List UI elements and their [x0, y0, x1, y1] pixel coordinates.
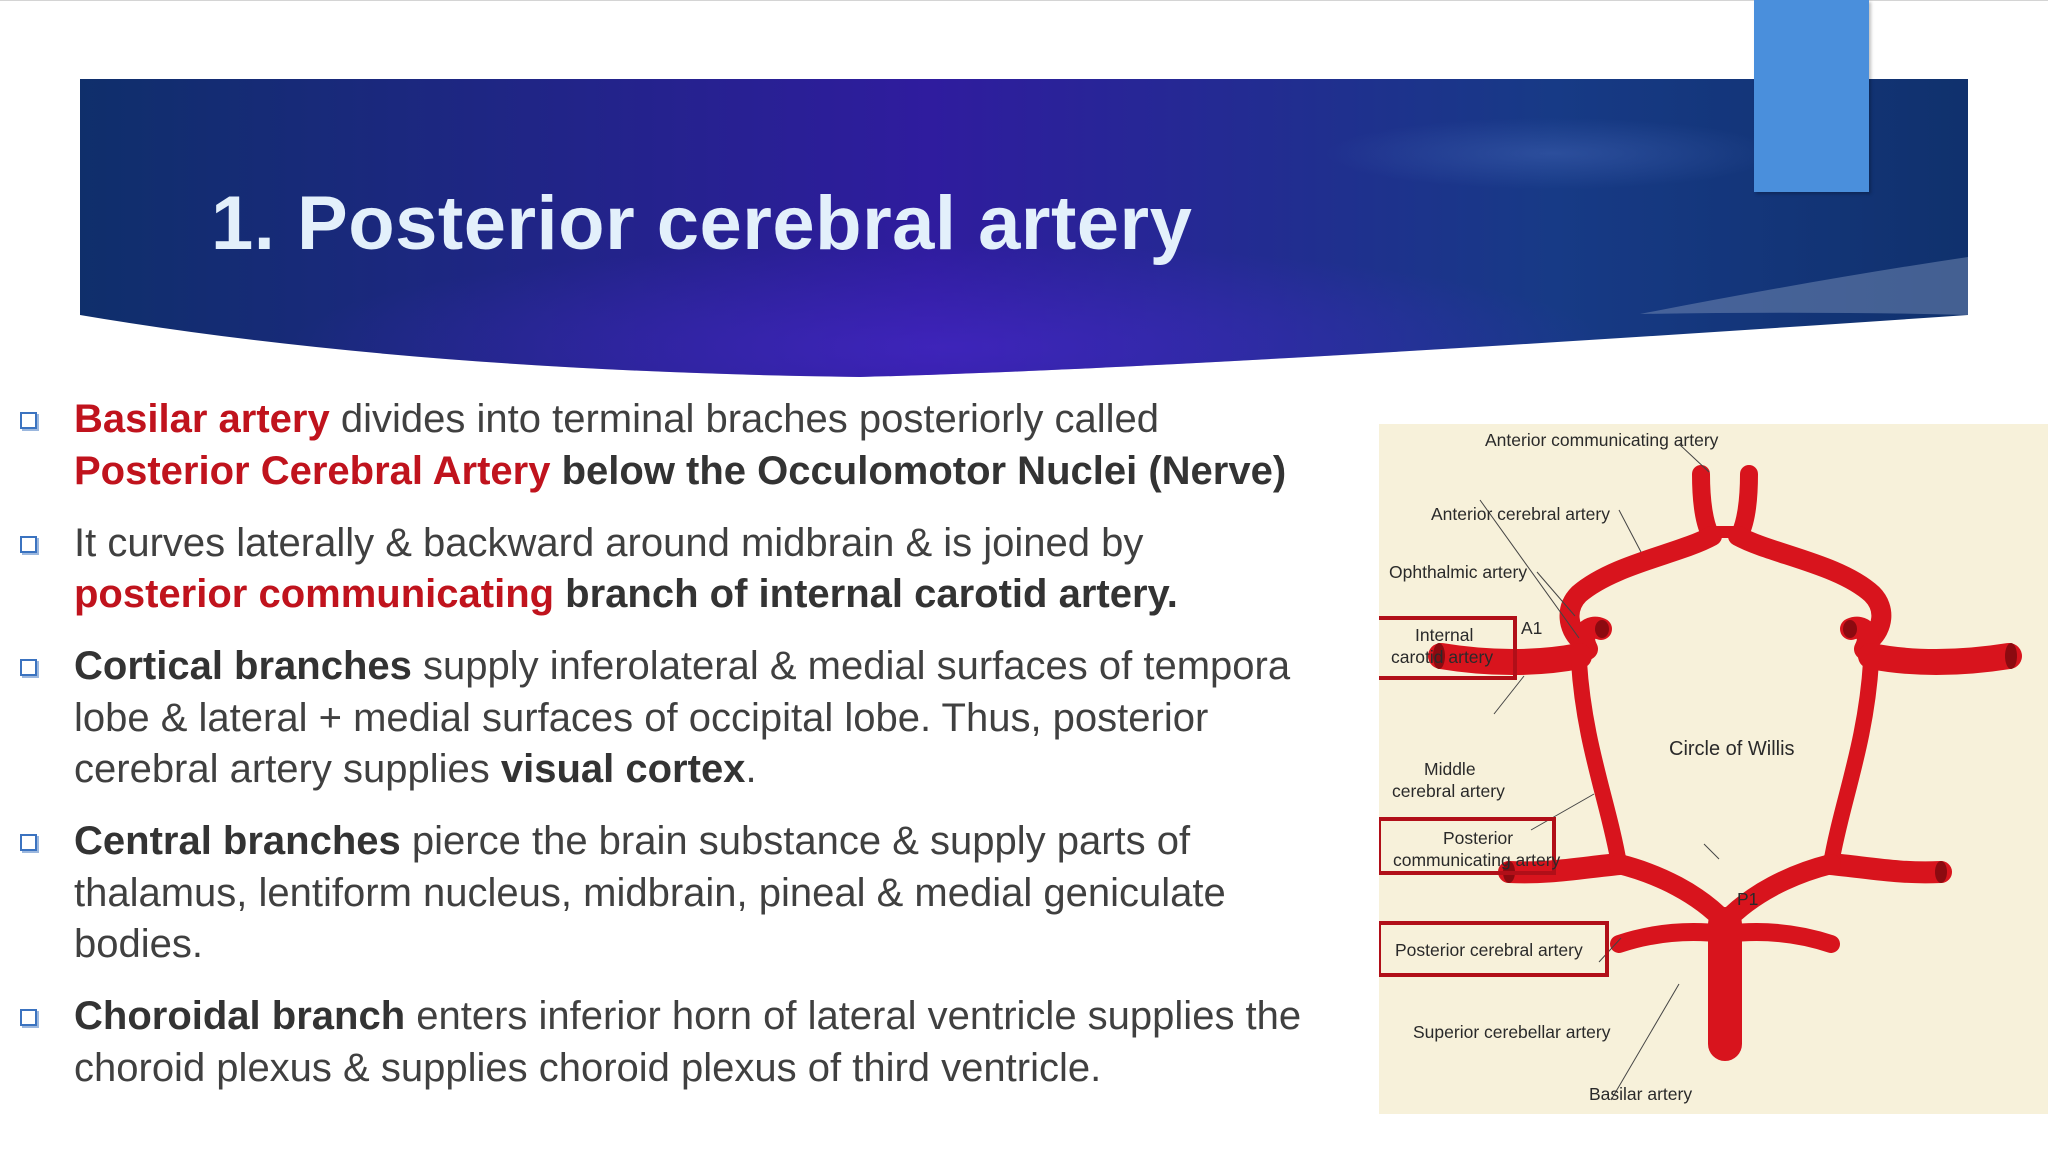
label-superior-cerebellar: Superior cerebellar artery: [1413, 1022, 1611, 1042]
label-internal-carotid-line1: Internal: [1415, 625, 1473, 645]
label-anterior-cerebral: Anterior cerebral artery: [1431, 504, 1610, 524]
body-text: divides into terminal braches posteriorl…: [329, 397, 1160, 441]
body-text: enters inferior horn of lateral ventricl…: [405, 994, 1302, 1038]
top-border-line: [0, 0, 2048, 1]
bold-text: visual cortex: [500, 747, 746, 791]
label-a1: A1: [1521, 618, 1542, 638]
label-anterior-communicating: Anterior communicating artery: [1485, 430, 1719, 450]
title-banner: [80, 79, 1968, 381]
bullet-item: Choroidal branch enters inferior horn of…: [16, 991, 1386, 1094]
body-text: lobe & lateral + medial surfaces of occi…: [74, 695, 1209, 740]
bullet-item: Cortical branches supply inferolateral &…: [16, 641, 1386, 796]
square-bullet-icon: [20, 1009, 37, 1026]
label-posterior-communicating-line2: communicating artery: [1393, 850, 1561, 870]
label-internal-carotid-line2: carotid artery: [1391, 647, 1493, 667]
highlighted-term: posterior communicating: [74, 572, 555, 616]
label-middle-cerebral-line1: Middle: [1424, 759, 1476, 779]
highlighted-term: Posterior Cerebral Artery: [74, 448, 551, 493]
square-bullet-icon: [20, 834, 37, 851]
accent-tab: [1754, 0, 1869, 192]
bold-text: branch of internal carotid artery.: [554, 572, 1178, 616]
leader-lines: [1479, 443, 1720, 1101]
bullet-item: Central branches pierce the brain substa…: [16, 816, 1386, 971]
bold-text: Choroidal branch: [74, 994, 406, 1038]
highlighted-term: Basilar artery: [74, 397, 330, 441]
bold-text: Cortical branches: [74, 644, 412, 688]
body-text: supply inferolateral & medial surfaces o…: [411, 644, 1291, 688]
square-bullet-icon: [20, 535, 37, 553]
body-text: bodies.: [74, 922, 203, 966]
bullet-item: Basilar artery divides into terminal bra…: [16, 394, 1386, 497]
highlight-boxes: [1379, 616, 1609, 977]
square-bullet-icon: [20, 659, 37, 676]
body-text: cerebral artery supplies: [74, 747, 501, 791]
slide-title: 1. Posterior cerebral artery: [211, 181, 1193, 266]
body-text: .: [745, 747, 757, 791]
artery-ends: [1433, 620, 2017, 883]
body-text: thalamus, lentiform nucleus, midbrain, p…: [74, 870, 1226, 915]
posterior-cerebral-highlight-box: [1379, 921, 1609, 977]
internal-carotid-highlight-box: [1379, 616, 1517, 680]
label-posterior-cerebral: Posterior cerebral artery: [1395, 940, 1583, 960]
label-ophthalmic: Ophthalmic artery: [1389, 562, 1527, 582]
body-text: It curves laterally & backward around mi…: [74, 520, 1144, 565]
label-p1: P1: [1737, 889, 1758, 909]
circle-of-willis-diagram: Anterior communicating artery Anterior c…: [1379, 424, 2048, 1114]
bold-text: below the Occulomotor Nuclei (Nerve): [550, 448, 1287, 493]
label-circle-of-willis: Circle of Willis: [1669, 738, 1795, 760]
bullet-item: It curves laterally & backward around mi…: [16, 518, 1386, 621]
bold-text: Central branches: [74, 819, 401, 863]
body-text: choroid plexus & supplies choroid plexus…: [74, 1045, 1102, 1090]
label-basilar: Basilar artery: [1589, 1084, 1692, 1104]
bullet-list: Basilar artery divides into terminal bra…: [16, 394, 1386, 1094]
body-text: pierce the brain substance & supply part…: [400, 819, 1191, 863]
label-middle-cerebral-line2: cerebral artery: [1392, 781, 1505, 801]
label-posterior-communicating-line1: Posterior: [1443, 828, 1513, 848]
posterior-communicating-highlight-box: [1379, 817, 1556, 875]
square-bullet-icon: [20, 412, 37, 429]
